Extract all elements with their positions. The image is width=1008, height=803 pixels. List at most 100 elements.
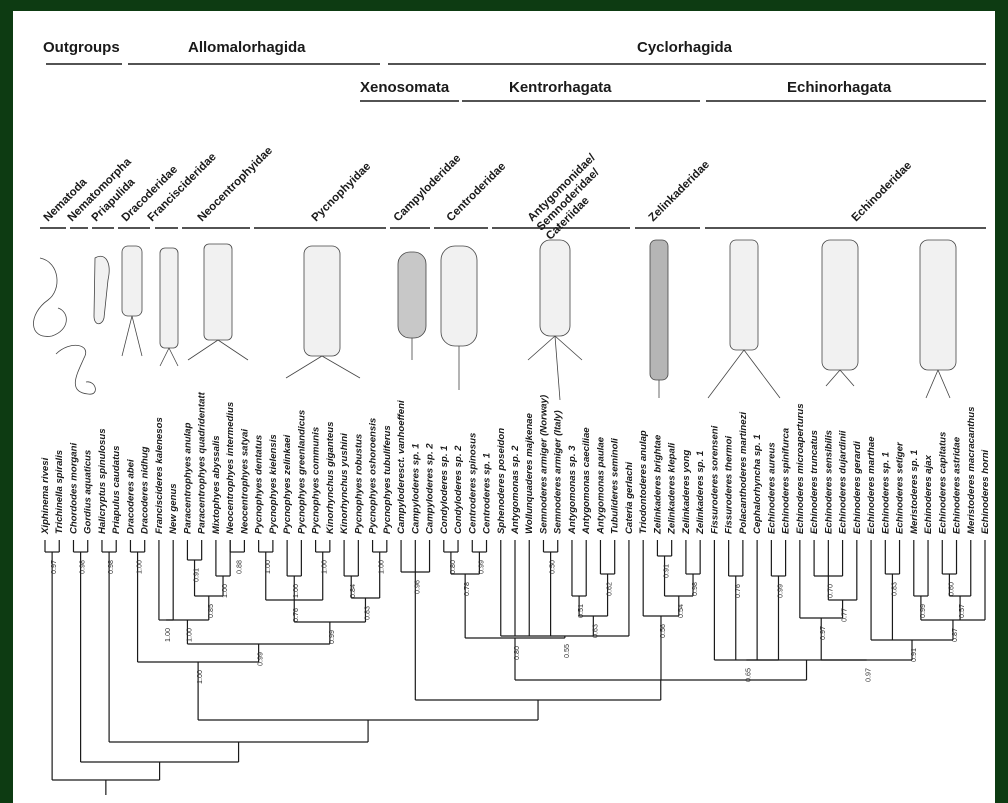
support-value-43: 0.57 [957,604,966,618]
taxon-label-49: Polacanthoderes martinezi [738,412,749,534]
support-value-33: 0.80 [512,646,521,660]
taxon-label-13: Neocentrophyes intermedius [225,402,236,534]
family-label-10: Zelinkaderidae [647,159,712,224]
taxon-label-10: Paracentrophyes anulap [182,422,193,534]
taxon-label-32: Sphenoderes poseidon [496,428,507,534]
support-value-20: 0.96 [412,580,421,594]
taxon-label-9: New genus [168,483,179,534]
support-value-42: 0.60 [946,582,955,596]
tree-branches [44,540,986,795]
taxon-label-40: Tubulideres seminoli [610,438,621,534]
support-value-5: 1.00 [220,584,229,598]
taxon-label-37: Antygomonas sp. 3 [567,445,578,535]
taxon-label-39: Antygomonas paulae [595,436,606,535]
taxon-label-55: Echinoderes sensibilis [823,430,834,534]
taxon-label-22: Pycnophyes robustus [353,434,364,534]
support-value-10: 1.00 [263,560,272,574]
taxon-label-35: Semnoderes armiger (Norway) [538,395,549,534]
support-value-6: 0.88 [234,560,243,574]
support-value-21: 0.80 [448,560,457,574]
group-outgroups: Outgroups [43,39,120,56]
taxon-label-34: Wollunquaderes majkenae [524,412,535,534]
taxon-label-56: Echinoderes dujardinii [838,430,849,534]
taxon-label-20: Kinorhynchus giganteus [325,422,336,534]
group-cyclorhagida: Cyclorhagida [637,39,733,56]
support-value-15: 0.76 [291,608,300,622]
taxon-label-1: Trichinella spiralis [54,450,65,534]
taxon-label-5: Priapulus caudatus [111,446,122,535]
support-value-32: 0.56 [658,624,667,638]
support-value-34: 0.76 [733,584,742,598]
taxon-label-2: Chordodes morgani [68,443,79,534]
taxon-label-63: Echinoderes capitatus [937,432,948,534]
support-value-3: 1.00 [135,560,144,574]
taxon-label-50: Cephalorhyncha sp. 1 [752,434,763,534]
support-value-28: 0.55 [562,644,571,658]
priapulid-sketch [93,255,110,325]
taxon-label-7: Dracoderes nidhug [140,446,151,534]
support-value-12: 1.00 [320,560,329,574]
taxon-label-4: Halicryptus spinulosus [97,428,108,534]
support-value-9: 1.00 [184,628,193,642]
nematode-sketch [33,257,67,337]
taxon-label-18: Pycnophyes greenlandicus [296,410,307,534]
taxon-label-3: Gordius aquaticus [83,450,94,534]
taxon-label-17: Pycnophyes zelinkaei [282,434,293,534]
taxon-label-61: Meristoderes sp. 1 [909,450,920,534]
taxon-label-60: Echinoderes setiger [895,441,906,534]
taxon-label-29: Condyloderes sp. 2 [453,445,464,534]
taxon-label-64: Echinoderes astridae [952,436,963,534]
taxon-label-42: Triodontoderes anulap [638,430,649,534]
figure-panel [13,11,995,803]
taxon-label-58: Echinoderes marthae [866,436,877,534]
support-value-39: 0.97 [818,626,827,640]
taxon-label-45: Zelinkaderes yong [681,450,692,535]
taxon-label-62: Echinoderes ajax [923,454,934,534]
support-value-16: 0.83 [362,606,371,620]
taxon-label-59: Echinoderes sp. 1 [880,452,891,534]
support-value-31: 0.54 [676,604,685,618]
support-value-30: 0.98 [690,582,699,596]
taxon-label-24: Pycnophyes tubuliferus [382,425,393,534]
taxon-label-26: Campyloderes sp. 1 [410,443,421,534]
support-value-45: 0.91 [909,648,918,662]
taxon-label-48: Fissuroderes thermoi [724,436,735,534]
taxon-label-12: Mixtophyes abyssalis [211,435,222,534]
taxon-label-6: Dracoderes abei [125,459,136,534]
taxon-label-38: Antygomonas caeciliae [581,427,592,535]
taxon-label-11: Paracentrophyes quadridentatt [197,391,208,534]
taxon-label-25: Campyloderesct. vanhoeffeni [396,400,407,534]
support-value-25: 0.62 [605,582,614,596]
taxon-label-23: Pycnophyes oshoroensis [368,418,379,534]
group-echinorhagata: Echinorhagata [787,79,892,96]
support-value-18: 0.99 [256,652,265,666]
taxon-label-27: Campyloderes sp. 2 [425,443,436,534]
taxon-label-65: Meristoderes macracanthus [966,407,977,534]
taxon-label-57: Echinoderes gerardi [852,441,863,534]
organism-sketches [33,239,957,401]
taxon-label-36: Semnoderes armiger (Italy) [553,410,564,534]
family-label-9: Antygomonidae/Semnoderidae/Cateriidae [526,151,617,242]
support-value-11: 1.00 [291,584,300,598]
support-value-46: 0.97 [864,668,873,682]
support-value-36: 0.65 [743,668,752,682]
taxon-label-43: Zelinkaderes brightae [652,434,663,535]
taxon-label-53: Echinoderes microaperturus [795,403,806,534]
family-label-6: Pycnophyidae [310,161,374,225]
taxon-label-16: Pycnophyes kielensis [268,434,279,534]
kinorhynch-sketches [121,239,957,401]
group-kentrorhagata: Kentrorhagata [509,79,612,96]
support-value-0: 0.97 [49,560,58,574]
support-value-8: 1.00 [163,628,172,642]
support-value-44: 0.87 [950,628,959,642]
group-allomalorhagida: Allomalorhagida [188,39,306,56]
group-xenosomata: Xenosomata [360,79,450,96]
taxon-label-33: Antygomonas sp. 2 [510,445,521,535]
taxon-label-41: Cateria gerlachi [624,462,635,534]
support-value-14: 1.00 [377,560,386,574]
support-value-2: 0.98 [106,560,115,574]
support-value-38: 0.77 [840,608,849,622]
